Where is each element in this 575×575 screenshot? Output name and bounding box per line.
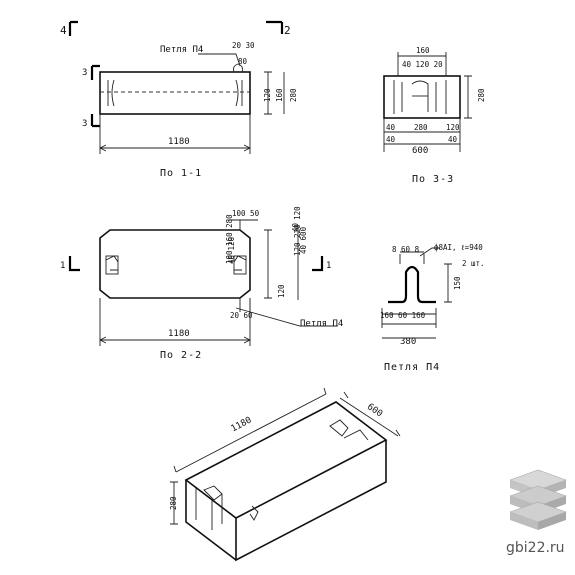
iso-side-face [185,480,237,561]
section-mark-3-label: 3 [82,68,87,78]
iso-dim-width: 600 [365,402,384,420]
view-2-2: 1 1 100 50 100 160 280 40 120 120 220 12… [60,206,343,361]
iso-dim-height: 280 [169,496,178,510]
view-1-1-dim-top: 20 30 [232,41,255,50]
watermark-logo: gbi22.ru [506,469,567,556]
view-2-2-dim-vert-5: 120 [277,284,286,298]
loop-p4-dim-top: 8 60 8 [392,245,420,254]
section-mark-3b-label: 3 [82,119,87,129]
view-3-3-outline [383,75,461,119]
section-mark-2: 2 [266,20,291,37]
view-3-3-dim-right: 280 [477,88,486,102]
view-1-1-outline [99,71,251,115]
view-2-2-caption: По 2-2 [160,350,202,361]
section-mark-4-label: 4 [60,24,67,37]
iso-dim-length: 1180 [230,415,254,434]
view-3-3-dim-top-1: 160 [416,46,430,55]
view-2-2-dim-vert-1: 100 160 280 [225,214,234,264]
view-2-2-dim-vert-3: 120 220 120 [293,206,302,256]
view-2-2-dim-vert-2: 40 120 [227,236,236,264]
view-2-2-mark-left: 1 [60,261,65,271]
view-3-3-dim-bottom-4: 40 [386,135,396,144]
iso-front-face [235,440,387,562]
loop-p4-spec: ф8АI, ℓ=940 [434,243,483,252]
view-2-2-mark-right: 1 [326,261,331,271]
view-3-3-dim-bottom-2: 280 [414,123,428,132]
view-2-2-dim-vert-4: 40 600 [299,226,308,254]
view-3-3: 160 40 120 20 280 40 280 120 40 40 600 П… [383,46,486,185]
view-1-1: 3 3 Петля П4 20 30 80 120 160 280 1180 П… [82,41,298,179]
loop-p4-detail: 8 60 8 ф8АI, ℓ=940 2 шт. 150 160 60 160 … [380,243,485,373]
view-1-1-loop-label: Петля П4 [160,45,203,55]
view-3-3-caption: По 3-3 [412,174,454,185]
view-3-3-dim-bottom-5: 40 [448,135,458,144]
section-mark-4: 4 [60,20,78,37]
view-3-3-dim-bottom-1: 40 [386,123,396,132]
watermark-text: gbi22.ru [506,540,565,556]
loop-p4-dim-total: 380 [400,337,416,347]
isometric-view: 1180 600 280 [169,387,401,562]
view-3-3-dim-bottom-3: 120 [446,123,460,132]
view-2-2-dim-length: 1180 [168,329,190,339]
loop-p4-caption: Петля П4 [384,362,440,373]
iso-top-face [184,401,388,519]
loop-p4-dim-base: 160 60 160 [380,311,426,320]
view-1-1-caption: По 1-1 [160,168,202,179]
section-mark-2-label: 2 [284,24,291,37]
view-1-1-dim-top2: 80 [238,57,248,66]
view-2-2-dim-top: 100 50 [232,209,260,218]
view-1-1-dim-right-b: 160 [275,88,284,102]
loop-p4-dim-height: 150 [453,276,462,290]
view-1-1-dim-right-c: 280 [289,88,298,102]
loop-p4-qty: 2 шт. [462,259,485,268]
view-1-1-dim-right-a: 120 [263,88,272,102]
view-2-2-loop-label: Петля П4 [300,319,343,329]
view-2-2-dim-vert-6: 40 [291,222,300,232]
view-2-2-dim-bottom-small: 20 60 [230,311,253,320]
view-1-1-dim-length: 1180 [168,137,190,147]
view-3-3-dim-width: 600 [412,146,428,156]
view-3-3-dim-top-2: 40 120 20 [402,60,443,69]
